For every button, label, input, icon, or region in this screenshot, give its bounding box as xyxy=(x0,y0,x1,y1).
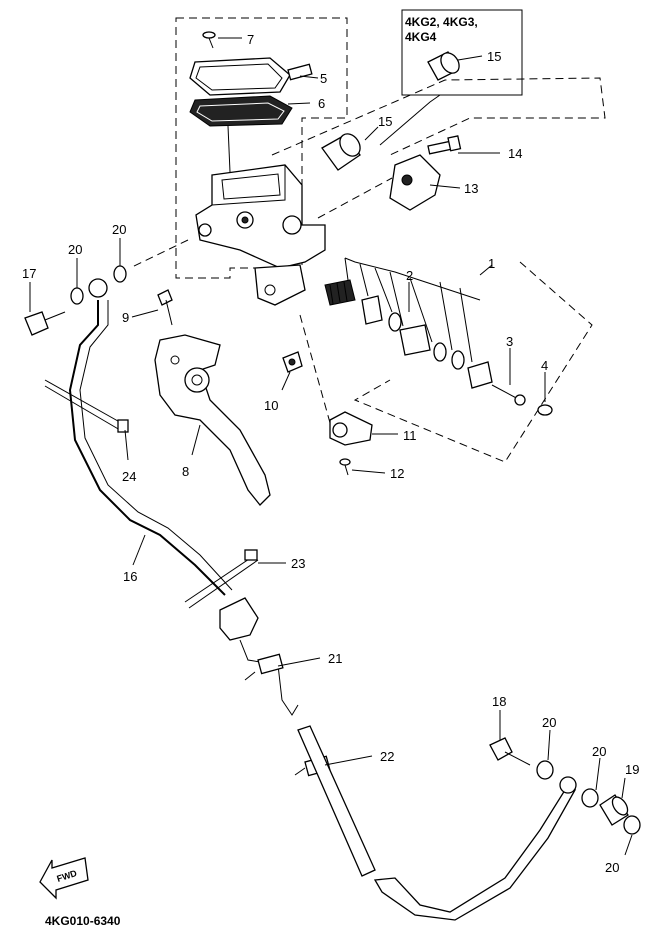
callout-20-upper-b: 20 xyxy=(112,222,126,237)
callout-21: 21 xyxy=(328,651,342,666)
copper-washer-lower-b xyxy=(581,788,599,808)
leader-fitting-to-body xyxy=(299,314,333,431)
callout-1: 1 xyxy=(488,256,495,271)
holder-bracket xyxy=(389,154,441,211)
callout-12: 12 xyxy=(390,466,404,481)
inset-collar xyxy=(427,51,460,81)
fitting-screw xyxy=(339,458,351,476)
callout-4: 4 xyxy=(541,358,548,373)
cable-tie-lower xyxy=(184,549,259,609)
copper-washer-lower-c xyxy=(623,815,641,835)
master-cylinder-group-boundary xyxy=(271,77,606,463)
pivot-bolt xyxy=(157,289,173,326)
callout-6: 6 xyxy=(318,96,325,111)
reservoir-cap xyxy=(189,57,313,96)
collar xyxy=(321,133,361,171)
lower-collar xyxy=(599,794,629,826)
callout-18: 18 xyxy=(492,694,506,709)
callout-5: 5 xyxy=(320,71,327,86)
inset-box xyxy=(401,9,523,96)
callout-13: 13 xyxy=(464,181,478,196)
callout-2: 2 xyxy=(406,268,413,283)
callout-11: 11 xyxy=(403,428,417,443)
inset-models-line-1: 4KG2, 4KG3, xyxy=(405,15,478,29)
clutch-lever xyxy=(154,334,271,506)
callout-23: 23 xyxy=(291,556,305,571)
callout-22: 22 xyxy=(380,749,394,764)
callout-7: 7 xyxy=(247,32,254,47)
leader-lever-to-body xyxy=(129,239,189,269)
callout-15-main: 15 xyxy=(378,114,392,129)
leader-body-to-bracket xyxy=(317,177,393,219)
push-rod-boot xyxy=(537,404,553,416)
cap-screw xyxy=(202,31,216,49)
union-bolt-upper xyxy=(24,311,66,336)
reservoir-leader xyxy=(227,125,231,173)
callout-9: 9 xyxy=(122,310,129,325)
callout-3: 3 xyxy=(506,334,513,349)
clutch-hose xyxy=(68,278,233,596)
push-rod xyxy=(491,384,526,406)
callout-20-lower-b: 20 xyxy=(592,744,606,759)
callout-20-lower-a: 20 xyxy=(542,715,556,730)
callout-20-upper-a: 20 xyxy=(68,242,82,257)
master-cylinder-body xyxy=(195,164,326,306)
callout-leaders xyxy=(29,37,633,856)
callout-24: 24 xyxy=(122,469,136,484)
diaphragm xyxy=(189,95,293,127)
callout-14: 14 xyxy=(508,146,522,161)
piston-kit xyxy=(324,257,493,389)
hose-joint xyxy=(219,597,299,716)
drawing-code: 4KG010-6340 xyxy=(45,914,121,928)
bracket-bolt xyxy=(427,135,462,155)
cable-tie-upper xyxy=(44,379,129,433)
callout-16: 16 xyxy=(123,569,137,584)
callout-10: 10 xyxy=(264,398,278,413)
callout-numbers: 7 5 6 14 13 15 15 1 2 3 4 9 10 11 12 8 2… xyxy=(22,32,639,875)
callout-15-inset: 15 xyxy=(487,49,501,64)
callout-8: 8 xyxy=(182,464,189,479)
forward-arrow-icon: FWD xyxy=(39,857,89,900)
callout-19: 19 xyxy=(625,762,639,777)
pivot-nut xyxy=(282,351,303,373)
copper-washer-upper-b xyxy=(113,265,127,283)
callout-17: 17 xyxy=(22,266,36,281)
hose-clamp-upper xyxy=(244,653,284,681)
copper-washer-lower-a xyxy=(536,760,554,780)
copper-washer-upper-a xyxy=(70,287,84,305)
callout-20-lower-c: 20 xyxy=(605,860,619,875)
union-bolt-lower xyxy=(489,737,531,766)
inset-leader xyxy=(379,94,441,146)
inset-models-line-2: 4KG4 xyxy=(405,30,437,44)
hose-fitting xyxy=(329,411,373,446)
lower-hose xyxy=(297,725,577,921)
